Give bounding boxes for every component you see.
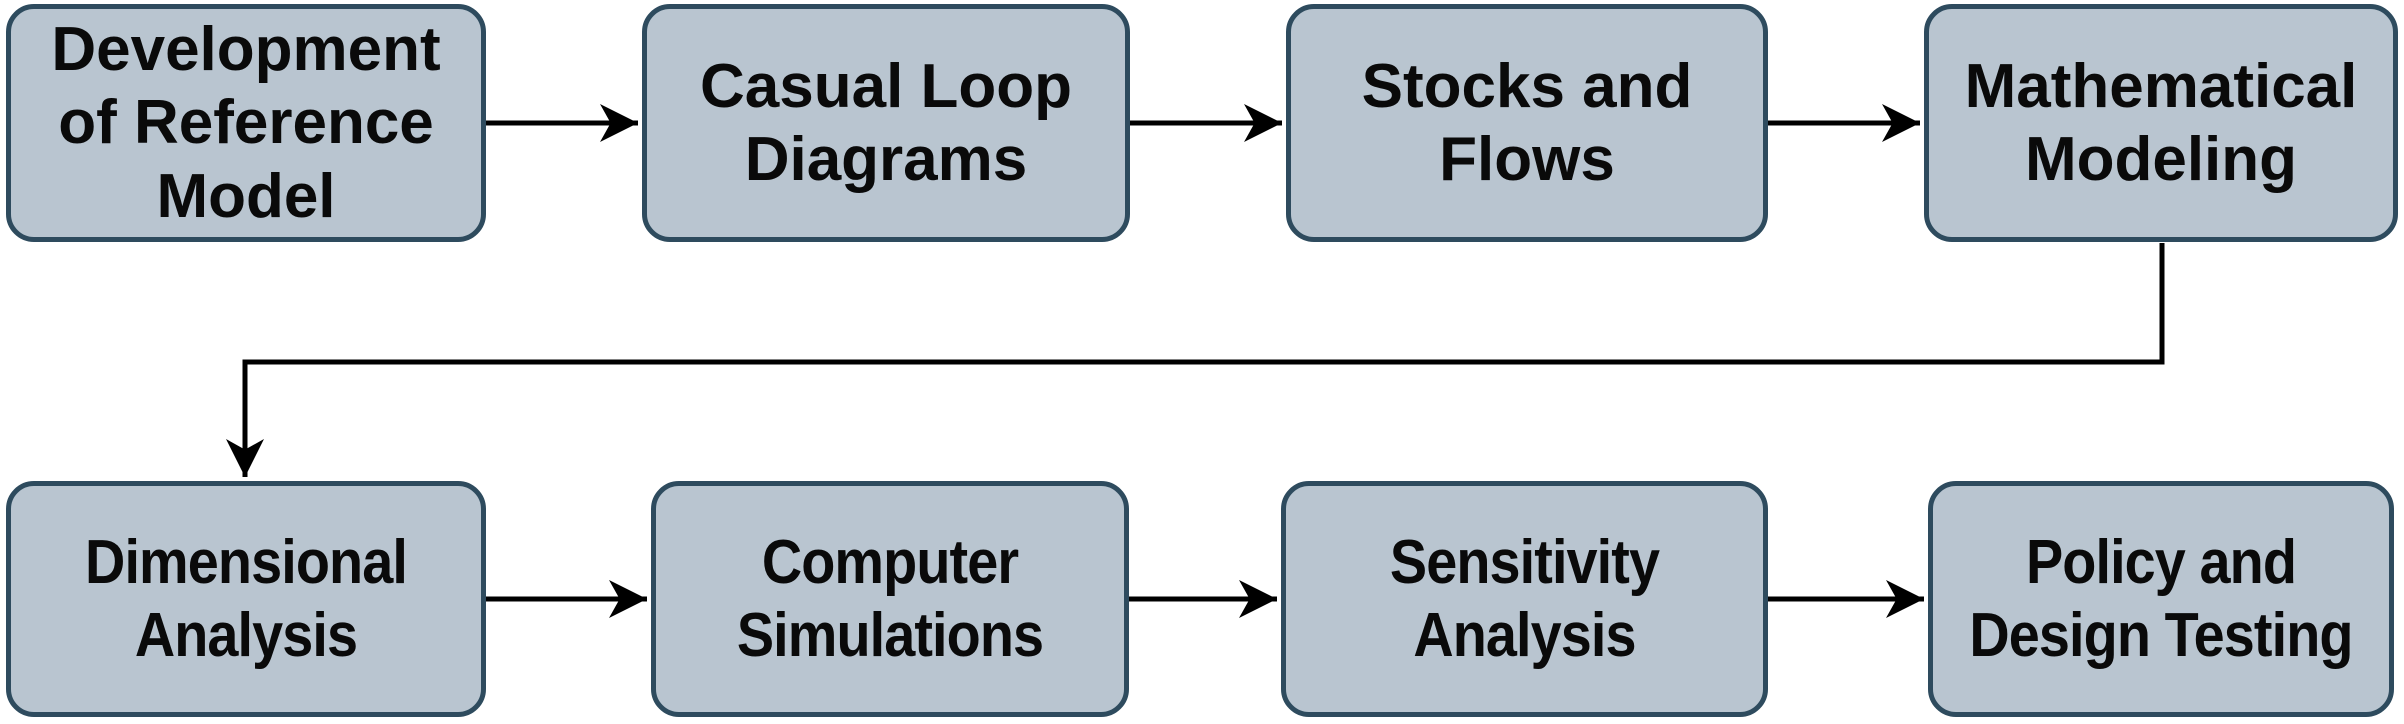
flow-box-dimensional-analysis: Dimensional Analysis xyxy=(6,481,486,717)
flow-box-label: Casual Loop Diagrams xyxy=(699,51,1073,194)
flow-box-label: Stocks and Flows xyxy=(1361,51,1693,194)
flow-box-mathematical-modeling: Mathematical Modeling xyxy=(1924,4,2398,242)
flow-box-label: Mathematical Modeling xyxy=(1964,51,2358,194)
flow-box-label: Computer Simulations xyxy=(736,527,1044,670)
flow-box-computer-simulations: Computer Simulations xyxy=(651,481,1129,717)
flow-box-sensitivity-analysis: Sensitivity Analysis xyxy=(1281,481,1768,717)
flow-box-stocks-and-flows: Stocks and Flows xyxy=(1286,4,1768,242)
arrow-mathematical-to-dimensional-elbow xyxy=(226,243,2165,477)
flow-box-label: Sensitivity Analysis xyxy=(1389,527,1660,670)
flow-box-label: Dimensional Analysis xyxy=(85,527,408,670)
flow-box-casual-loop-diagrams: Casual Loop Diagrams xyxy=(642,4,1130,242)
flow-box-label: Development of Reference Model xyxy=(51,15,441,231)
flow-box-policy-and-design-testing: Policy and Design Testing xyxy=(1928,481,2394,717)
flow-box-label: Policy and Design Testing xyxy=(1969,527,2353,670)
flow-box-development-of-reference-model: Development of Reference Model xyxy=(6,4,486,242)
